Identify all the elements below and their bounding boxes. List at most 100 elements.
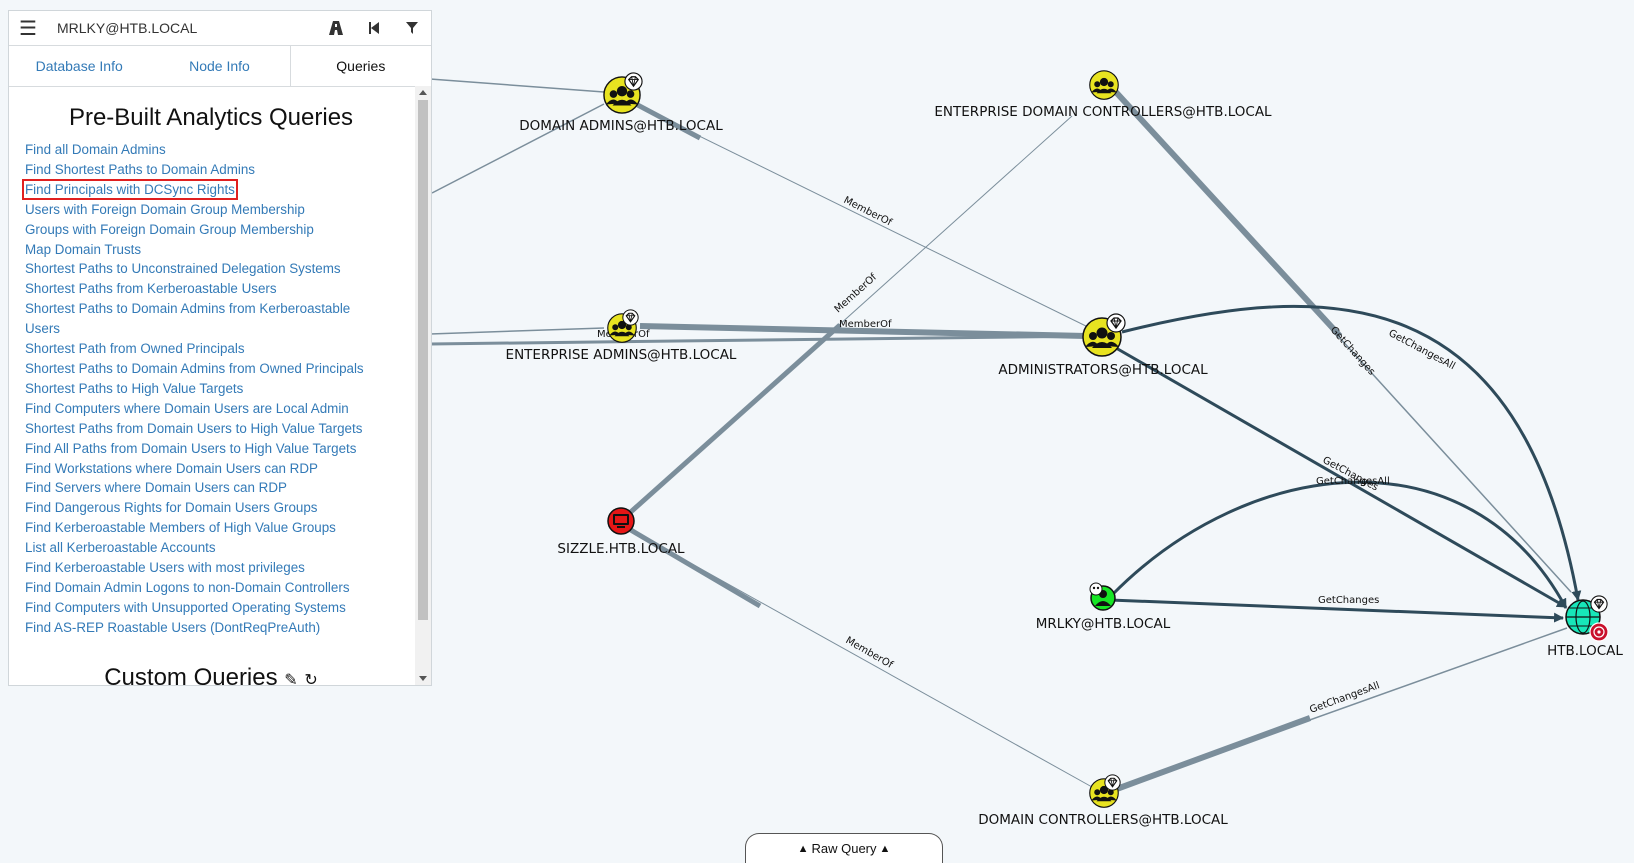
- node-label: ENTERPRISE DOMAIN CONTROLLERS@HTB.LOCAL: [934, 104, 1272, 120]
- query-item[interactable]: Find Computers where Domain Users are Lo…: [25, 399, 385, 419]
- query-item[interactable]: Find Kerberoastable Members of High Valu…: [25, 518, 385, 538]
- query-item[interactable]: Find Shortest Paths to Domain Admins: [25, 160, 385, 180]
- query-item-label: Shortest Paths to Domain Admins from Ker…: [25, 301, 351, 337]
- query-item[interactable]: Find all Domain Admins: [25, 140, 385, 160]
- edges-memberof: [429, 78, 1572, 793]
- query-item-label: Find Computers where Domain Users are Lo…: [25, 400, 349, 416]
- node-label: DOMAIN CONTROLLERS@HTB.LOCAL: [978, 812, 1228, 828]
- query-item[interactable]: Find Domain Admin Logons to non-Domain C…: [25, 578, 385, 598]
- node-htb-local-domain[interactable]: HTB.LOCAL: [1547, 595, 1623, 659]
- query-item[interactable]: Find AS-REP Roastable Users (DontReqPreA…: [25, 618, 385, 638]
- refresh-icon[interactable]: ↻: [304, 671, 318, 685]
- edge-label-memberof: MemberOf: [833, 272, 880, 316]
- query-item[interactable]: Find All Paths from Domain Users to High…: [25, 439, 385, 459]
- node-administrators[interactable]: ADMINISTRATORS@HTB.LOCAL: [998, 313, 1208, 378]
- custom-queries-title: Custom Queries ✎ ↻: [9, 664, 413, 685]
- query-item-label: Find Domain Admin Logons to non-Domain C…: [25, 579, 350, 595]
- node-domain-admins[interactable]: DOMAIN ADMINS@HTB.LOCAL: [519, 72, 723, 134]
- scroll-up-arrow[interactable]: [419, 90, 427, 95]
- query-item-label: Find AS-REP Roastable Users (DontReqPreA…: [25, 619, 321, 635]
- scrollbar-thumb[interactable]: [418, 100, 428, 620]
- tab-database-info[interactable]: Database Info: [35, 58, 123, 74]
- query-item[interactable]: Map Domain Trusts: [25, 240, 385, 260]
- query-item[interactable]: Find Dangerous Rights for Domain Users G…: [25, 498, 385, 518]
- query-item-label: Shortest Path from Owned Principals: [25, 341, 245, 357]
- query-item[interactable]: Shortest Paths to Domain Admins from Own…: [25, 359, 385, 379]
- query-item-label: Shortest Paths to Domain Admins from Own…: [25, 360, 364, 376]
- pencil-icon[interactable]: ✎: [284, 671, 298, 685]
- node-mrlky-user[interactable]: MRLKY@HTB.LOCAL: [1036, 582, 1171, 632]
- node-label: SIZZLE.HTB.LOCAL: [557, 541, 685, 557]
- left-panel: ☰ Database Info Node Info Queries Pre-Bu…: [8, 10, 432, 686]
- query-item-label: Find Workstations where Domain Users can…: [25, 460, 318, 476]
- query-item-label: Find All Paths from Domain Users to High…: [25, 440, 357, 456]
- tab-node-info[interactable]: Node Info: [189, 58, 250, 74]
- hamburger-icon[interactable]: ☰: [19, 17, 37, 40]
- edge-label-getchanges: GetChanges: [1328, 325, 1377, 378]
- query-item-label: Users with Foreign Domain Group Membersh…: [25, 201, 305, 217]
- query-item[interactable]: Find Principals with DCSync Rights: [22, 178, 385, 200]
- query-item[interactable]: List all Kerberoastable Accounts: [25, 538, 385, 558]
- query-item[interactable]: Shortest Paths to Unconstrained Delegati…: [25, 259, 385, 279]
- query-item[interactable]: Shortest Paths to Domain Admins from Ker…: [25, 299, 385, 339]
- query-item-label: Shortest Paths to Unconstrained Delegati…: [25, 261, 341, 277]
- filter-icon[interactable]: [393, 11, 431, 45]
- query-item[interactable]: Find Computers with Unsupported Operatin…: [25, 598, 385, 618]
- custom-queries-label: Custom Queries: [104, 663, 278, 685]
- search-bar: ☰: [9, 11, 431, 46]
- edge-label-getchanges: GetChanges: [1318, 595, 1379, 606]
- chevron-up-icon: ▲: [797, 842, 809, 855]
- query-item-label: Find Kerberoastable Members of High Valu…: [25, 520, 336, 536]
- query-item-label: Find Dangerous Rights for Domain Users G…: [25, 500, 318, 516]
- raw-query-button[interactable]: ▲ Raw Query ▲: [745, 833, 943, 863]
- query-item[interactable]: Shortest Paths from Kerberoastable Users: [25, 279, 385, 299]
- query-item-label: Map Domain Trusts: [25, 241, 142, 257]
- edge-labels: MemberOf MemberOf MemberOf MemberOf Memb…: [597, 195, 1457, 716]
- scroll-down-arrow[interactable]: [419, 676, 427, 681]
- edge-label-getchangesall: GetChangesAll: [1316, 476, 1390, 487]
- query-item-label: Find Principals with DCSync Rights: [22, 178, 238, 200]
- edge-label-memberof: MemberOf: [839, 319, 892, 330]
- node-label: ENTERPRISE ADMINS@HTB.LOCAL: [506, 347, 737, 363]
- scrollbar[interactable]: [415, 86, 431, 685]
- query-item[interactable]: Shortest Path from Owned Principals: [25, 339, 385, 359]
- query-item-label: Find Servers where Domain Users can RDP: [25, 480, 287, 496]
- search-input[interactable]: [47, 20, 317, 36]
- query-item[interactable]: Find Workstations where Domain Users can…: [25, 459, 385, 479]
- query-item-label: Shortest Paths to High Value Targets: [25, 380, 244, 396]
- edge-label-getchanges: GetChanges: [1321, 455, 1380, 494]
- edges-getchanges: [1109, 304, 1582, 623]
- node-enterprise-domain-controllers[interactable]: ENTERPRISE DOMAIN CONTROLLERS@HTB.LOCAL: [934, 70, 1272, 120]
- query-item-label: Groups with Foreign Domain Group Members…: [25, 221, 314, 237]
- query-item-label: List all Kerberoastable Accounts: [25, 540, 216, 556]
- query-item-label: Find Kerberoastable Users with most priv…: [25, 560, 305, 576]
- query-item[interactable]: Find Kerberoastable Users with most priv…: [25, 558, 385, 578]
- prebuilt-queries-title: Pre-Built Analytics Queries: [68, 104, 354, 131]
- query-item[interactable]: Shortest Paths to High Value Targets: [25, 379, 385, 399]
- node-label: MRLKY@HTB.LOCAL: [1036, 616, 1171, 632]
- query-item-label: Find Shortest Paths to Domain Admins: [25, 161, 255, 177]
- node-label: HTB.LOCAL: [1547, 643, 1623, 659]
- query-item-label: Shortest Paths from Domain Users to High…: [25, 420, 363, 436]
- query-item-label: Find all Domain Admins: [25, 142, 166, 157]
- tab-queries[interactable]: Queries: [289, 46, 431, 86]
- raw-query-label: Raw Query: [811, 841, 877, 856]
- node-domain-controllers[interactable]: DOMAIN CONTROLLERS@HTB.LOCAL: [978, 774, 1228, 828]
- query-item[interactable]: Shortest Paths from Domain Users to High…: [25, 419, 385, 439]
- query-item[interactable]: Users with Foreign Domain Group Membersh…: [25, 200, 385, 220]
- queries-panel: Pre-Built Analytics Queries Find all Dom…: [9, 86, 413, 685]
- step-backward-icon[interactable]: [355, 11, 393, 45]
- node-sizzle-computer[interactable]: SIZZLE.HTB.LOCAL: [557, 507, 685, 557]
- query-item-label: Find Computers with Unsupported Operatin…: [25, 599, 346, 615]
- tab-bar: Database Info Node Info Queries: [9, 46, 431, 87]
- node-enterprise-admins[interactable]: ENTERPRISE ADMINS@HTB.LOCAL: [506, 309, 737, 363]
- chevron-up-icon: ▲: [879, 842, 891, 855]
- query-item[interactable]: Groups with Foreign Domain Group Members…: [25, 220, 385, 240]
- query-item[interactable]: Find Servers where Domain Users can RDP: [25, 478, 385, 498]
- query-item-label: Shortest Paths from Kerberoastable Users: [25, 281, 277, 297]
- edge-label-memberof: MemberOf: [842, 195, 894, 229]
- road-icon[interactable]: [317, 11, 355, 45]
- node-label: DOMAIN ADMINS@HTB.LOCAL: [519, 118, 723, 134]
